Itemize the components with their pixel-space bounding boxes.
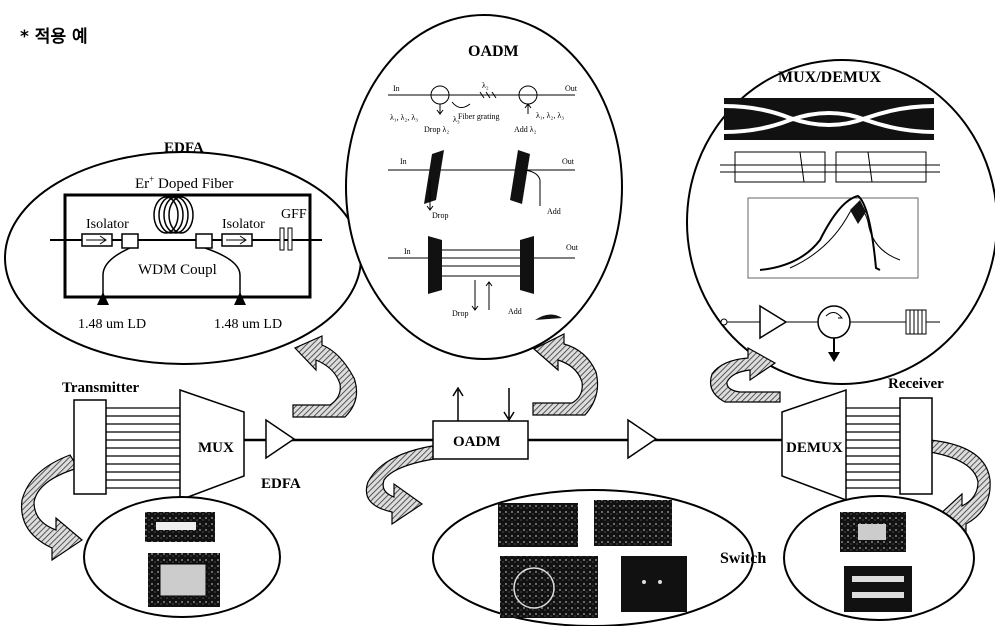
demux-label: DEMUX: [786, 440, 843, 456]
transmitter-device-bubble: [84, 497, 280, 617]
fiber-bundle-tx: [106, 408, 180, 488]
wdm-coupler-label: WDM Coupl: [138, 262, 217, 278]
gff-icon: [280, 228, 284, 250]
oadm-out-2: Out: [562, 157, 575, 166]
receiver-label: Receiver: [888, 376, 944, 392]
oadm-lambda-in: λ₁, λ₂, λ₃: [390, 113, 418, 122]
oadm-out-1: Out: [565, 84, 578, 93]
receiver-device-bubble: [784, 496, 974, 620]
curl-arrow-switch: [366, 446, 440, 524]
oadm-add-arrow-icon: [504, 388, 514, 420]
oadm-in-3: In: [404, 247, 411, 256]
edfa-label: EDFA: [261, 476, 301, 492]
transmitter-box: [74, 400, 106, 494]
oadm-add-1: Add λ₂: [514, 125, 537, 134]
oadm-label: OADM: [453, 434, 501, 450]
receiver-module-stripe-1: [852, 576, 904, 582]
oadm-drop-arrow-icon: [453, 388, 463, 421]
gff-label: GFF: [281, 207, 307, 222]
oadm-add-2: Add: [547, 207, 561, 216]
gff-icon-2: [288, 228, 292, 250]
mux-demux-bubble-title: MUX/DEMUX: [778, 69, 882, 86]
switch-photo-1: [498, 503, 578, 547]
switch-label: Switch: [720, 550, 766, 567]
edfa-amplifier-icon-1: [266, 420, 294, 458]
transmitter-chip: [160, 564, 206, 596]
curl-arrow-edfa: [293, 336, 357, 417]
switch-photo-2: [594, 500, 672, 546]
switch-bubble: Switch: [433, 490, 766, 626]
spectrum-graph: [748, 196, 918, 278]
wdm-coupler-left-icon: [122, 234, 138, 248]
transmitter-label: Transmitter: [62, 380, 140, 396]
curl-arrow-oadm: [533, 334, 598, 415]
isolator-left-label: Isolator: [86, 217, 129, 232]
ld-right-label: 1.48 um LD: [214, 317, 282, 332]
edfa-bubble-title: EDFA: [164, 140, 204, 156]
photodiode-chip: [858, 524, 886, 540]
oadm-drop-1: Drop λ₂: [424, 125, 449, 134]
receiver-box: [900, 398, 932, 494]
curl-arrow-transmitter: [22, 455, 82, 560]
fiber-bundle-rx: [846, 408, 900, 488]
mux-demux-bubble: MUX/DEMUX: [687, 60, 995, 384]
oadm-drop-3: Drop: [452, 309, 468, 318]
oadm-out-3: Out: [566, 243, 579, 252]
receiver-module-photo: [844, 566, 912, 612]
switch-photo-4-dot-2: [658, 580, 662, 584]
oadm-in-1: In: [393, 84, 400, 93]
isolator-right-label: Isolator: [222, 217, 265, 232]
receiver-module-stripe-2: [852, 592, 904, 598]
oadm-in-2: In: [400, 157, 407, 166]
oadm-fiber-grating: Fiber grating: [458, 112, 500, 121]
oadm-add-3: Add: [508, 307, 522, 316]
oadm-lambda-out: λ₁, λ₂, λ₃: [536, 111, 564, 120]
mux-label: MUX: [198, 440, 234, 456]
oadm-drop-2: Drop: [432, 211, 448, 220]
laser-module-detail: [156, 522, 196, 530]
main-chain: Transmitter MUX EDFA OADM DEMUX: [62, 376, 944, 500]
page-title: * 적용 예: [20, 27, 88, 47]
edfa-bubble: EDFA Er+ Doped Fiber Isolator Isolator G…: [5, 140, 361, 364]
switch-photo-4: [621, 556, 687, 612]
oadm-bubble: OADM In Out λ₁, λ₂, λ₃ λ₂ λ₃ Fiber grati…: [346, 15, 622, 359]
oadm-lambda-mid: λ₂: [482, 81, 489, 90]
fused-coupler-image: [724, 98, 934, 140]
ld-left-label: 1.48 um LD: [78, 317, 146, 332]
oadm-bubble-title: OADM: [468, 43, 519, 60]
edfa-amplifier-icon-2: [628, 420, 656, 458]
switch-photo-4-dot-1: [642, 580, 646, 584]
wdm-coupler-right-icon: [196, 234, 212, 248]
